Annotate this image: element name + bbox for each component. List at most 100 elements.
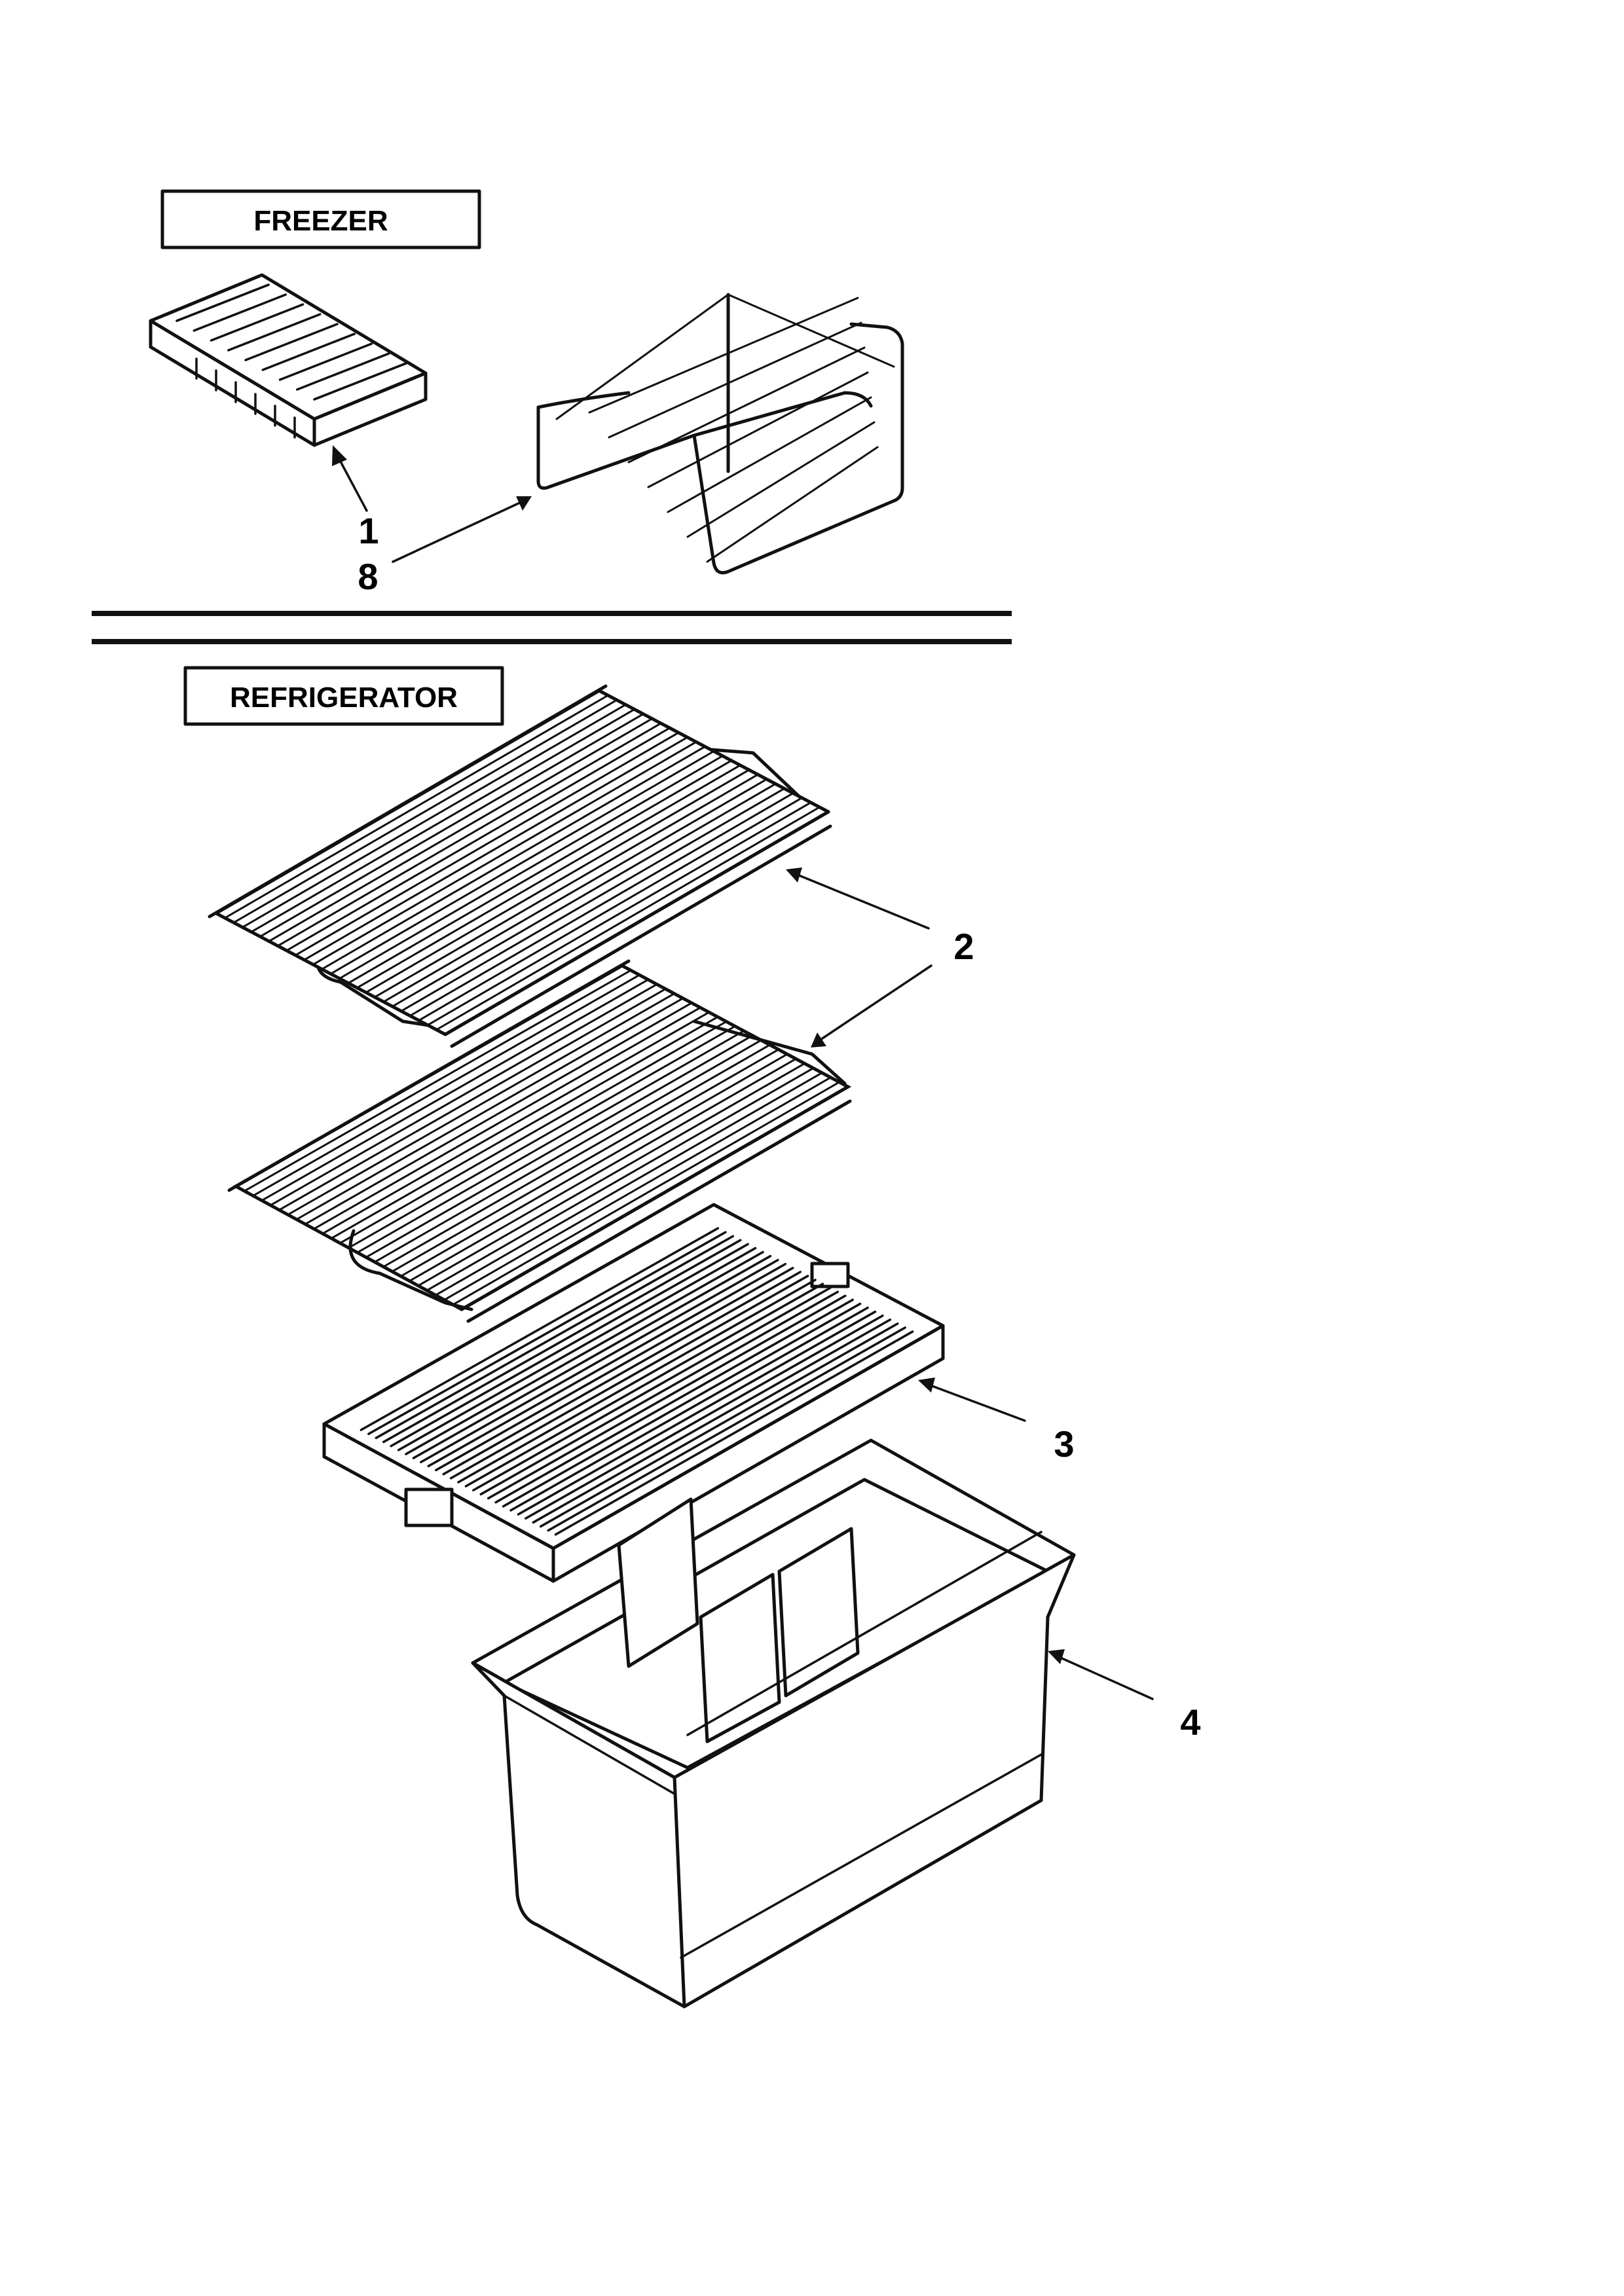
line-art-stroke bbox=[412, 1254, 772, 1459]
callout-1: 1 bbox=[358, 510, 378, 551]
line-art-stroke bbox=[312, 1006, 701, 1230]
callout-4: 4 bbox=[1180, 1702, 1200, 1743]
line-art-stroke bbox=[417, 1062, 806, 1287]
line-art-stroke bbox=[175, 283, 270, 322]
line-art-stroke bbox=[252, 974, 641, 1197]
crisper-cover bbox=[322, 1203, 945, 1583]
line-art-stroke bbox=[241, 703, 627, 928]
line-art-stroke bbox=[400, 787, 786, 1012]
callout-4-leader bbox=[1048, 1649, 1154, 1700]
line-art-stroke bbox=[373, 773, 759, 998]
line-art-stroke bbox=[382, 1239, 742, 1444]
line-art-stroke bbox=[426, 801, 812, 1027]
line-art-stroke bbox=[409, 792, 794, 1017]
line-art-stroke bbox=[295, 997, 684, 1221]
line-art-stroke bbox=[375, 1235, 735, 1440]
refrigerator-title: REFRIGERATOR bbox=[230, 682, 458, 714]
callout-3-leader bbox=[918, 1377, 1026, 1422]
line-art-stroke bbox=[210, 303, 304, 342]
line-art-stroke bbox=[509, 1306, 869, 1512]
line-art-stroke bbox=[348, 1025, 736, 1249]
ice-cube-tray bbox=[149, 273, 428, 447]
line-art-stroke bbox=[434, 1267, 794, 1472]
line-art-stroke bbox=[312, 740, 697, 966]
line-art-stroke bbox=[287, 993, 676, 1216]
line-art-stroke bbox=[487, 1294, 847, 1500]
line-art-stroke bbox=[259, 713, 644, 938]
line-art-stroke bbox=[347, 759, 733, 985]
line-art-stroke bbox=[420, 1258, 779, 1464]
line-art-stroke bbox=[397, 1247, 757, 1451]
line-art-stroke bbox=[330, 1015, 719, 1240]
freezer-shelf-rack bbox=[536, 293, 904, 575]
line-art-stroke bbox=[382, 1044, 771, 1268]
line-art-stroke bbox=[250, 708, 636, 933]
line-art-stroke bbox=[268, 718, 654, 943]
line-art-stroke bbox=[322, 1011, 710, 1235]
line-art-stroke bbox=[223, 694, 609, 919]
callout-2: 2 bbox=[953, 926, 974, 967]
line-art-stroke bbox=[356, 1030, 745, 1254]
line-art-stroke bbox=[588, 297, 859, 414]
line-art-stroke bbox=[278, 342, 373, 381]
line-art-stroke bbox=[706, 446, 879, 563]
line-art-stroke bbox=[391, 1048, 780, 1273]
line-art-stroke bbox=[382, 778, 768, 1003]
line-art-stroke bbox=[269, 983, 658, 1207]
line-art-stroke bbox=[449, 1275, 809, 1480]
line-art-stroke bbox=[303, 736, 689, 961]
line-art-stroke bbox=[517, 1310, 877, 1516]
line-art-stroke bbox=[647, 371, 869, 488]
line-art-stroke bbox=[304, 1002, 693, 1226]
line-art-stroke bbox=[261, 333, 356, 371]
line-art-stroke bbox=[686, 421, 876, 538]
line-art-stroke bbox=[408, 1057, 797, 1283]
line-art-stroke bbox=[727, 293, 895, 368]
line-art-stroke bbox=[278, 988, 667, 1211]
line-art-stroke bbox=[243, 969, 632, 1192]
line-art-stroke bbox=[294, 731, 680, 957]
freezer-section: FREEZER 1 8 bbox=[149, 189, 904, 597]
refrigerator-title-box bbox=[183, 666, 504, 726]
line-art-stroke bbox=[532, 1318, 892, 1524]
line-art-stroke bbox=[399, 1053, 788, 1277]
line-art-stroke bbox=[232, 699, 618, 924]
line-art-stroke bbox=[554, 1330, 914, 1536]
freezer-title-box bbox=[160, 189, 481, 249]
callout-8: 8 bbox=[358, 556, 378, 597]
line-art-stroke bbox=[367, 1231, 727, 1436]
callout-2-leader-lower bbox=[811, 964, 932, 1048]
line-art-stroke bbox=[405, 1250, 764, 1455]
line-art-stroke bbox=[555, 293, 729, 420]
line-art-stroke bbox=[464, 1283, 824, 1487]
crisper-drawer bbox=[471, 1438, 1076, 2009]
line-art-stroke bbox=[443, 1076, 832, 1302]
line-art-stroke bbox=[525, 1314, 884, 1520]
line-art-stroke bbox=[365, 769, 750, 994]
line-art-stroke bbox=[418, 797, 803, 1022]
line-art-stroke bbox=[338, 755, 724, 980]
line-art-stroke bbox=[426, 1067, 815, 1292]
wire-shelf-upper bbox=[208, 684, 832, 1048]
line-art-stroke bbox=[442, 1271, 802, 1476]
line-art-stroke bbox=[390, 1243, 749, 1448]
line-art-stroke bbox=[434, 1072, 823, 1296]
line-art-stroke bbox=[276, 722, 662, 947]
line-art-stroke bbox=[193, 293, 287, 332]
refrigerator-section: REFRIGERATOR bbox=[183, 666, 1201, 2009]
line-art-stroke bbox=[321, 745, 707, 970]
line-art-stroke bbox=[479, 1290, 840, 1496]
line-art-stroke bbox=[472, 1286, 832, 1492]
line-art-stroke bbox=[435, 806, 821, 1031]
line-art-stroke bbox=[286, 727, 671, 952]
line-art-stroke bbox=[261, 978, 650, 1202]
line-art-stroke bbox=[457, 1279, 817, 1484]
line-art-stroke bbox=[227, 313, 322, 352]
line-art-stroke bbox=[244, 323, 339, 361]
callout-2-leader-upper bbox=[786, 867, 930, 930]
line-art-stroke bbox=[547, 1326, 906, 1532]
line-art-stroke bbox=[494, 1298, 854, 1504]
wire-shelf-lower bbox=[227, 959, 852, 1323]
line-art-stroke bbox=[539, 1322, 899, 1528]
